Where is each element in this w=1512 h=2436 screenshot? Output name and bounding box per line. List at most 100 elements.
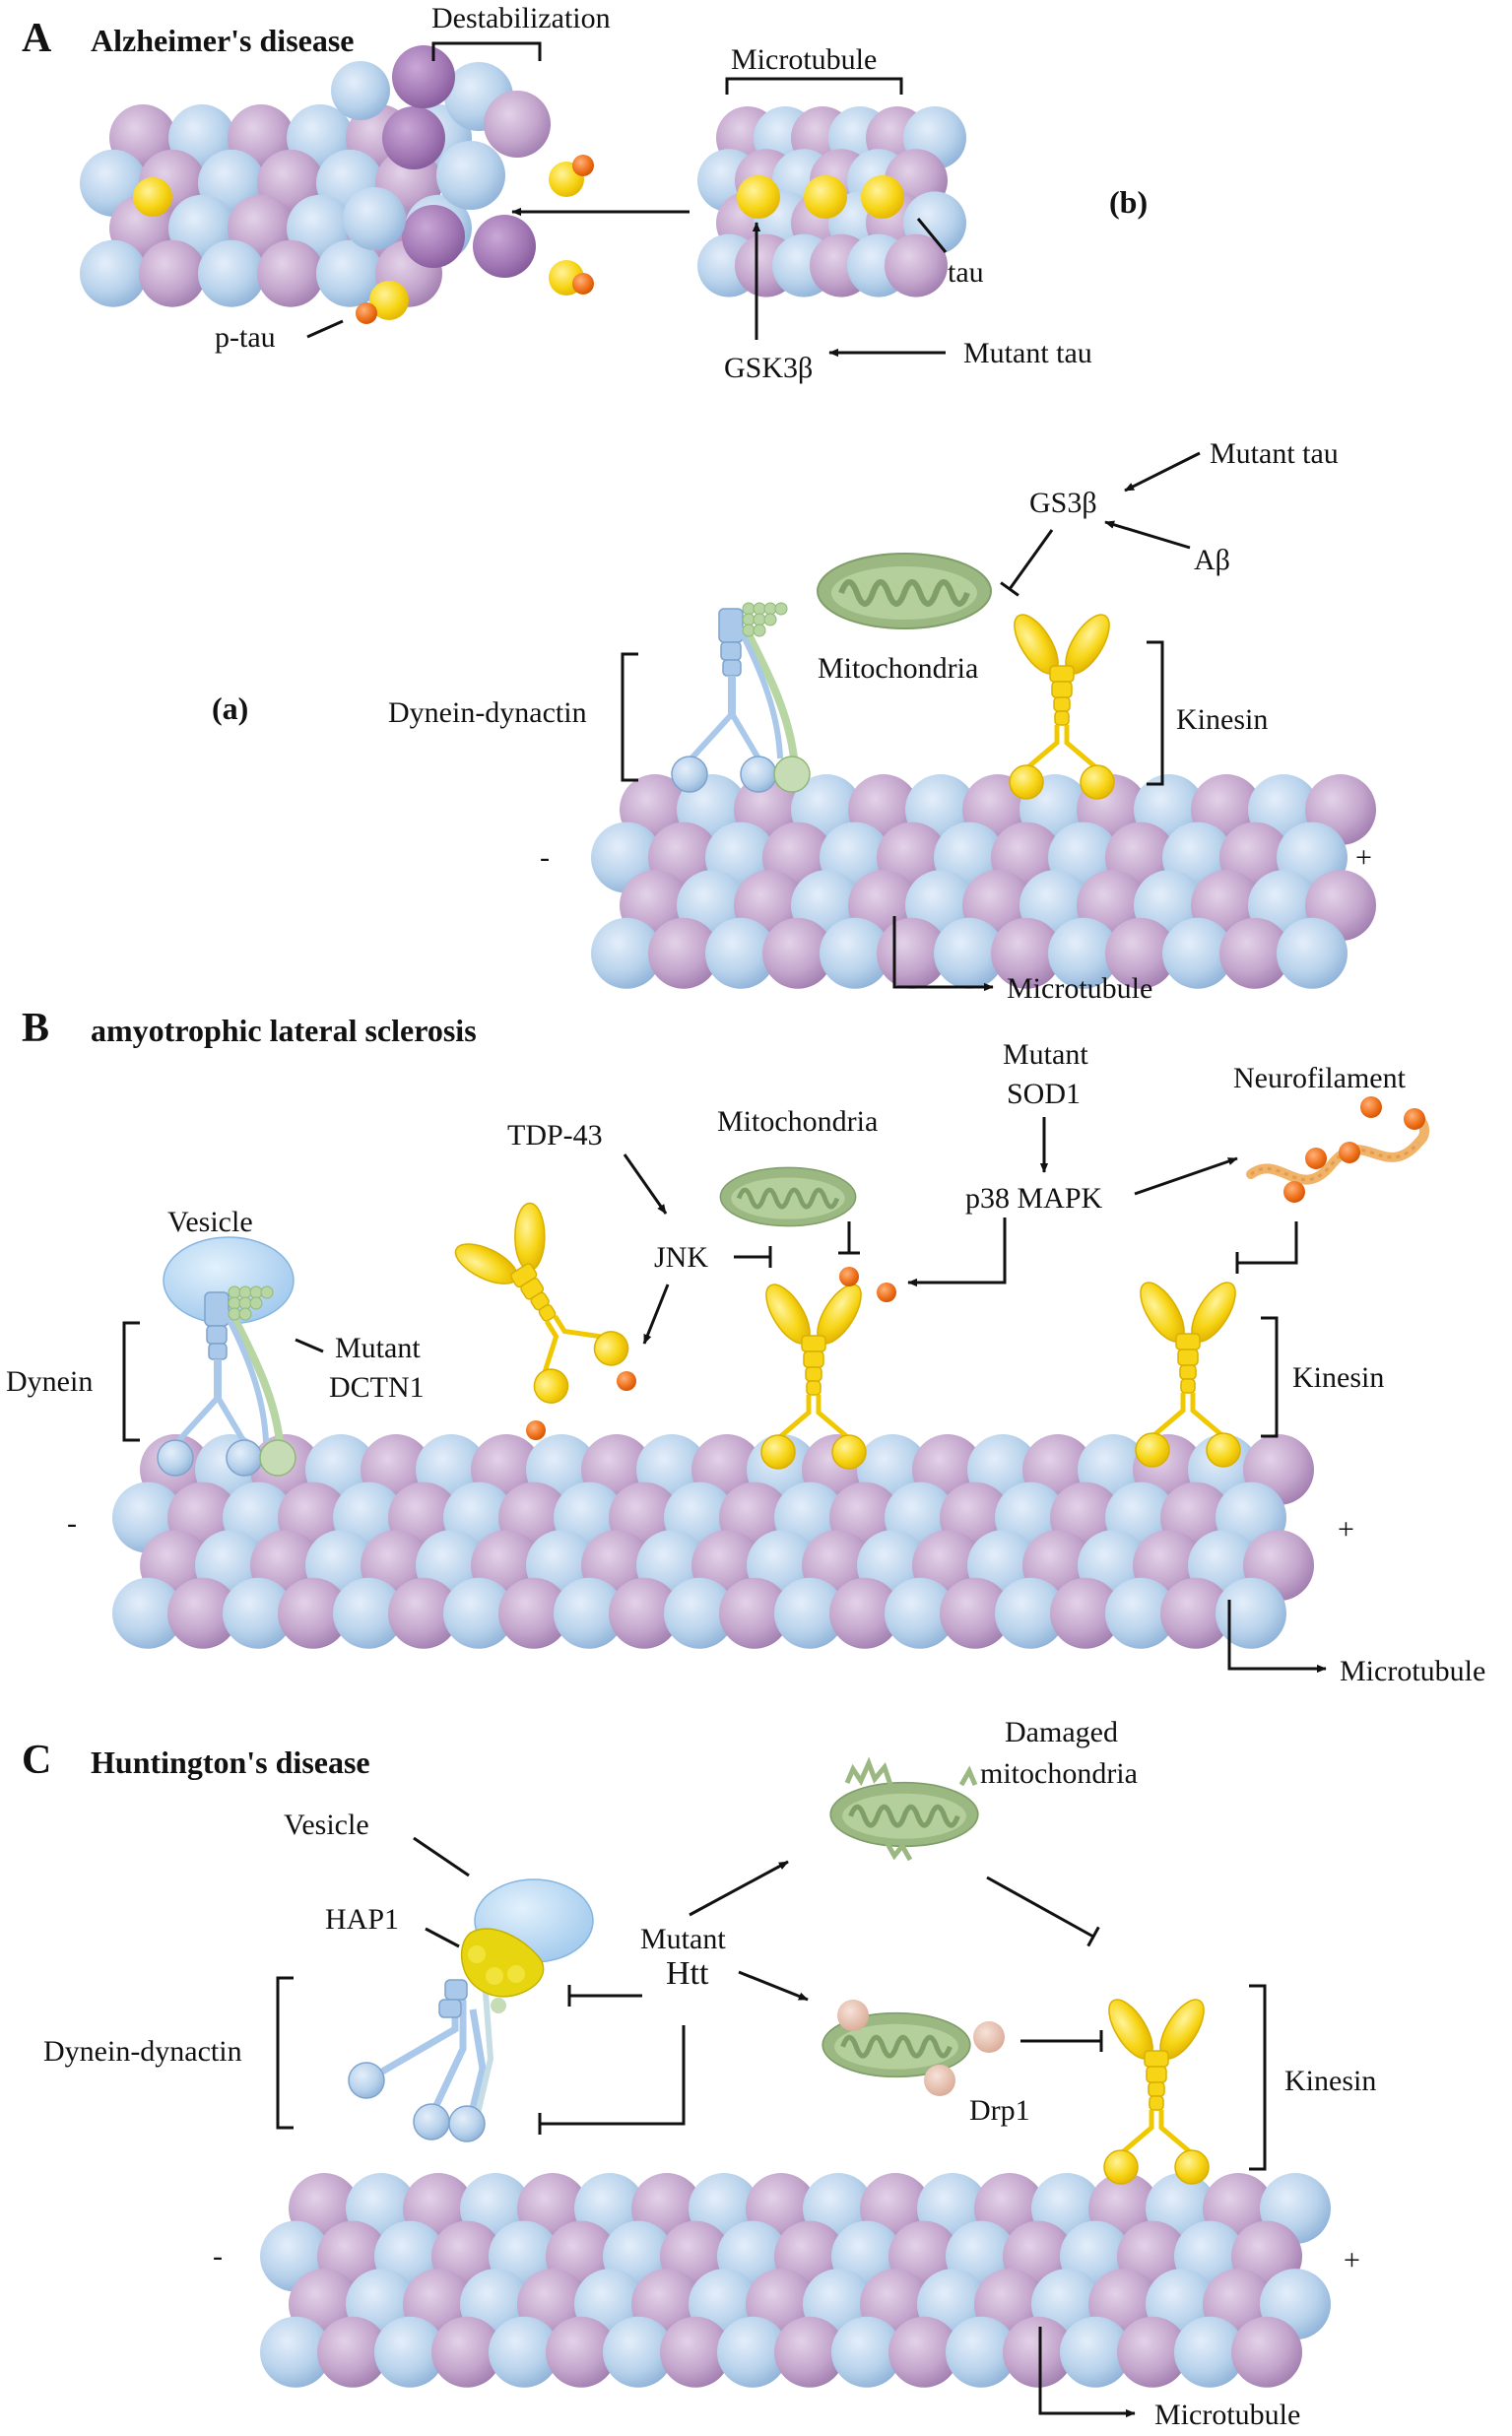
tubulin-subunit bbox=[317, 2316, 388, 2388]
destabilization-label: Destabilization bbox=[431, 2, 611, 34]
kinesin-b-right bbox=[1132, 1276, 1243, 1467]
kinesin-bracket-b bbox=[1261, 1316, 1279, 1438]
microtubule-c bbox=[260, 2173, 1331, 2388]
plus-end-c: + bbox=[1344, 2244, 1360, 2276]
vesicle-label-b: Vesicle bbox=[167, 1206, 253, 1238]
tubulin-subunit bbox=[1105, 1577, 1176, 1649]
tubulin-subunit bbox=[1174, 2316, 1245, 2388]
tubulin-subunit bbox=[374, 2316, 445, 2388]
tubulin-subunit bbox=[546, 2316, 617, 2388]
phospho-kinesin-1 bbox=[526, 1420, 546, 1440]
minus-end-a: - bbox=[540, 841, 550, 874]
gsk3b-label: GSK3β bbox=[724, 352, 813, 384]
drp1-label: Drp1 bbox=[969, 2094, 1030, 2127]
abeta-to-gs3b-arrow bbox=[1104, 520, 1191, 550]
microtubule-pointer-c bbox=[1038, 2327, 1136, 2418]
tubulin-subunit bbox=[991, 917, 1062, 989]
damaged-mito-line2: mitochondria bbox=[980, 1757, 1138, 1790]
tubulin-subunit bbox=[1277, 917, 1348, 989]
tubulin-subunit bbox=[431, 2316, 502, 2388]
mutant-dctn1-line2: DCTN1 bbox=[329, 1371, 425, 1404]
neurofilament bbox=[1246, 1096, 1430, 1203]
mutant-dctn1-line1: Mutant bbox=[335, 1332, 421, 1364]
tubulin-subunit bbox=[603, 2316, 674, 2388]
tubulin-subunit bbox=[762, 917, 833, 989]
tubulin-subunit bbox=[774, 1577, 845, 1649]
kinesin-bracket-c bbox=[1249, 1984, 1267, 2171]
tdp43-to-jnk-arrow bbox=[623, 1153, 668, 1215]
tubulin-subunit bbox=[489, 2316, 559, 2388]
mutant-sod1-line1: Mutant bbox=[1003, 1038, 1088, 1071]
tubulin-subunit bbox=[333, 1577, 404, 1649]
microtubule-label-b: Microtubule bbox=[1340, 1655, 1485, 1687]
microtubule-pointer-b bbox=[1227, 1600, 1327, 1674]
p38-to-neurofilament-arrow bbox=[1134, 1156, 1238, 1196]
hap1-label: HAP1 bbox=[325, 1903, 399, 1936]
vesicle-pointer-c bbox=[413, 1836, 470, 1877]
tubulin-subunit bbox=[278, 1577, 349, 1649]
tubulin-subunit bbox=[223, 1577, 294, 1649]
dynein-dynactin-bracket-c bbox=[276, 1976, 294, 2130]
sub-b-label: (b) bbox=[1109, 184, 1148, 220]
dynein-dynactin-label-a: Dynein-dynactin bbox=[388, 696, 587, 729]
plus-end-b: + bbox=[1338, 1513, 1354, 1546]
neurofilament-label: Neurofilament bbox=[1233, 1062, 1407, 1094]
tubulin-subunit bbox=[934, 917, 1005, 989]
tubulin-subunit bbox=[257, 239, 324, 307]
panel-b: B amyotrophic lateral sclerosis Vesicle … bbox=[6, 1006, 1485, 1687]
tubulin-subunit bbox=[1219, 917, 1290, 989]
p-tau-label: p-tau bbox=[215, 321, 276, 354]
detached-kinesin bbox=[441, 1190, 637, 1411]
panel-c-title: Huntington's disease bbox=[91, 1745, 370, 1780]
vesicle-label-c: Vesicle bbox=[284, 1809, 369, 1841]
intact-microtubule bbox=[697, 106, 966, 297]
mutant-htt-line1: Mutant bbox=[640, 1923, 726, 1955]
tubulin-subunit bbox=[80, 239, 147, 307]
tubulin-subunit bbox=[1117, 2316, 1188, 2388]
tubulin-subunit bbox=[885, 233, 948, 297]
panel-a-letter: A bbox=[22, 16, 52, 61]
tubulin-subunit bbox=[717, 2316, 788, 2388]
dynein-dynactin-complex-c bbox=[348, 1979, 494, 2142]
tubulin-subunit bbox=[167, 1577, 238, 1649]
kinesin-label-b: Kinesin bbox=[1292, 1361, 1384, 1394]
microtubule-bracket-top bbox=[725, 77, 903, 95]
tau-on-microtubule bbox=[737, 175, 904, 219]
jnk-to-kinesin-arrow bbox=[642, 1284, 670, 1345]
microtubule-label-a: Microtubule bbox=[1007, 972, 1152, 1005]
kinesin-bracket-a bbox=[1147, 640, 1164, 786]
tdp43-label: TDP-43 bbox=[507, 1119, 603, 1152]
microtubule-top-label: Microtubule bbox=[731, 43, 877, 76]
tubulin-subunit bbox=[664, 1577, 735, 1649]
tubulin-subunit bbox=[829, 1577, 900, 1649]
tubulin-subunit bbox=[498, 1577, 569, 1649]
mutant-tau-label-b: Mutant tau bbox=[963, 337, 1092, 369]
floating-ptau bbox=[133, 155, 594, 324]
tubulin-subunit bbox=[995, 1577, 1066, 1649]
kinesin-label-a: Kinesin bbox=[1176, 703, 1268, 736]
p38-to-kinesin-arrow bbox=[907, 1218, 1007, 1287]
kinesin-b-middle bbox=[757, 1278, 869, 1469]
kinesin-a bbox=[1006, 608, 1117, 799]
tubulin-subunit bbox=[820, 917, 890, 989]
mutant-tau-to-gs3b-arrow bbox=[1124, 451, 1201, 493]
tau-pointer bbox=[916, 218, 948, 253]
dynein-dynactin-bracket-a bbox=[621, 652, 638, 782]
neurofilament-inhibition bbox=[1235, 1221, 1298, 1274]
sub-a-label: (a) bbox=[212, 691, 248, 726]
drp1-mitochondrion bbox=[822, 2000, 1005, 2096]
tau-label: tau bbox=[948, 256, 984, 289]
abeta-label: Aβ bbox=[1194, 544, 1230, 576]
gs3b-inhibition bbox=[1000, 529, 1054, 597]
damaged-mito-line1: Damaged bbox=[1005, 1716, 1118, 1748]
tubulin-subunit bbox=[554, 1577, 625, 1649]
damaged-mitochondrion bbox=[830, 1756, 978, 1862]
damaged-mito-inhibition bbox=[986, 1876, 1100, 1947]
gs3b-label: GS3β bbox=[1029, 487, 1097, 519]
phospho-kinesin-4 bbox=[877, 1283, 896, 1302]
mutant-dctn1-pointer bbox=[295, 1338, 324, 1353]
mitochondrion-a bbox=[818, 554, 991, 628]
tubulin-subunit bbox=[660, 2316, 731, 2388]
tubulin-subunit bbox=[260, 2316, 331, 2388]
